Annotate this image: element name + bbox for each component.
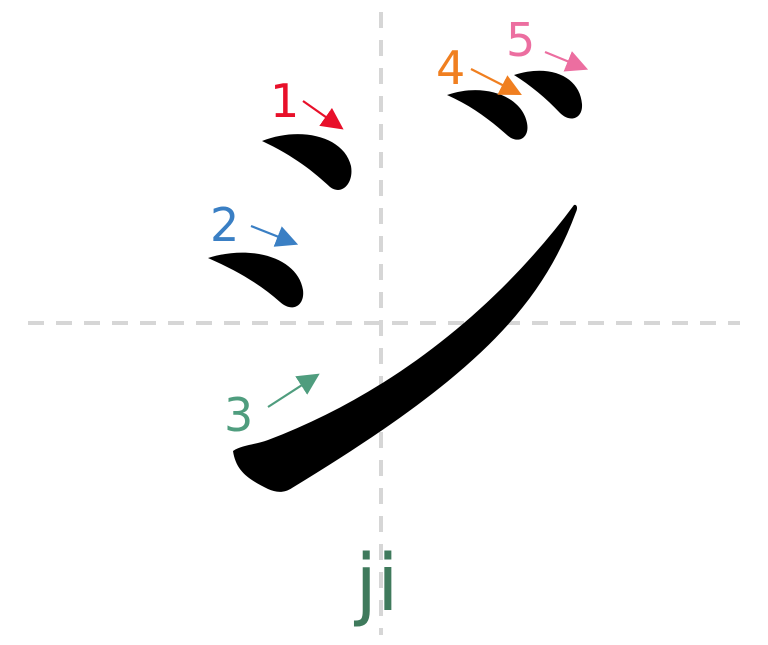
stroke-1-arrow-icon: [302, 100, 344, 130]
stroke-4-shape: [447, 90, 528, 140]
stroke-4-number: 4: [436, 41, 465, 95]
stroke-1-number: 1: [270, 74, 299, 128]
stroke-2-arrow-icon: [250, 224, 299, 247]
stroke-3-shape: [233, 204, 578, 492]
stroke-4-arrow-icon: [470, 68, 522, 96]
stroke-3-number: 3: [224, 388, 253, 442]
stroke-2-shape: [208, 252, 304, 308]
stroke-2-number: 2: [210, 198, 239, 252]
stroke-5-shape: [514, 70, 583, 119]
stroke-5-number: 5: [506, 13, 535, 67]
stroke-5-arrow-icon: [544, 50, 589, 72]
stroke-3-arrow-icon: [267, 373, 320, 408]
stroke-1-shape: [262, 134, 352, 190]
romaji-label: ji: [353, 539, 398, 629]
